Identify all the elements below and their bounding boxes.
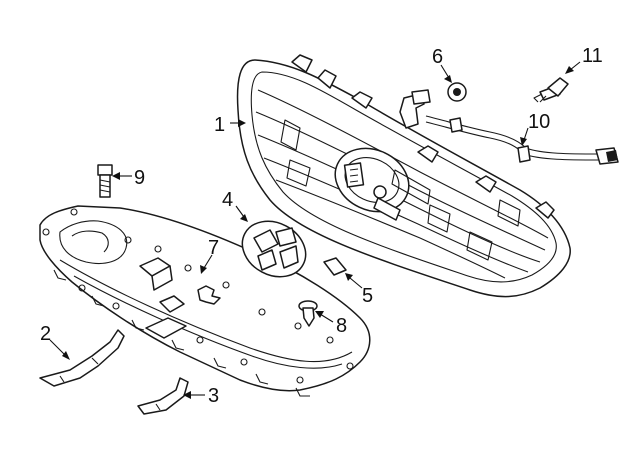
bolt-part [97,164,113,198]
bracket-left-part [39,329,125,387]
shield-part [39,205,371,397]
nut-part [447,82,467,102]
push-pin-part [298,300,318,327]
callout-10: 10 [528,111,550,133]
screw-part [533,77,569,103]
callout-7: 7 [208,237,219,259]
emblem-part [241,220,307,278]
callout-6: 6 [432,46,443,68]
callout-labels: 1 2 3 4 5 6 7 8 9 10 11 [40,45,603,407]
callout-5: 5 [362,285,373,307]
callout-4: 4 [222,189,233,211]
callout-1: 1 [214,114,225,136]
callout-2: 2 [40,323,51,345]
harness-part [399,89,619,165]
clip-square-part [323,257,347,276]
callout-8: 8 [336,315,347,337]
callout-9: 9 [134,167,145,189]
leader-lines [49,61,581,399]
callout-3: 3 [208,385,219,407]
callout-11: 11 [582,45,603,67]
grille-part [236,54,571,298]
bracket-right-part [137,377,189,415]
